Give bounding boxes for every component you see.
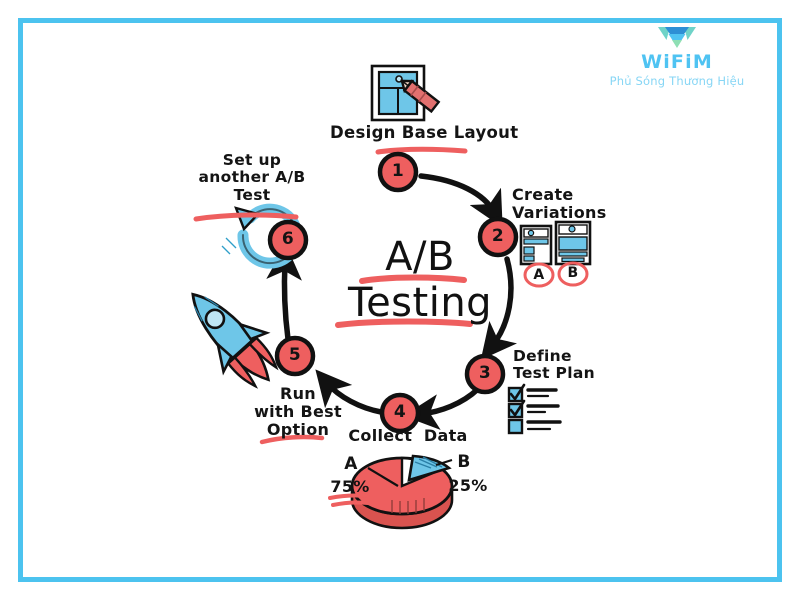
- step-4-badge[interactable]: [379, 392, 421, 434]
- step-6-label: Set up another A/B Test: [198, 151, 306, 204]
- step-6-number: 6: [281, 229, 295, 249]
- underline-title-line1: [359, 274, 467, 284]
- step-2-icon-two-page-variants: [519, 220, 592, 288]
- step-1-label: Design Base Layout: [330, 123, 519, 142]
- step-2-label: Create Variations: [512, 185, 607, 222]
- pie-percent-b: 25%: [448, 476, 488, 495]
- variant-b-label: B: [567, 265, 579, 281]
- step-6-badge[interactable]: [267, 219, 309, 261]
- variant-a-label: A: [533, 267, 545, 283]
- brand-logo: WiFiM Phủ Sóng Thương Hiệu: [602, 24, 752, 88]
- pie-label-b: B: [457, 452, 471, 472]
- brand-name: WiFiM: [641, 51, 713, 73]
- step-5-label: Run with Best Option: [254, 384, 342, 439]
- pie-label-a: A: [344, 454, 358, 474]
- arrow-4-to-5: [315, 369, 384, 415]
- step-5-badge[interactable]: [274, 335, 316, 377]
- step-4-icon-pie-chart: [350, 454, 454, 530]
- underline-step-1: [375, 146, 468, 155]
- underline-pct-a-1: [328, 493, 370, 500]
- wifim-butterfly-logo-icon: [658, 27, 696, 48]
- brand-tagline: Phủ Sóng Thương Hiệu: [609, 73, 745, 88]
- arrow-3-to-4: [403, 386, 481, 430]
- step-5-number: 5: [288, 345, 302, 365]
- pie-percent-a: 75%: [330, 477, 370, 496]
- step-2-number: 2: [491, 226, 505, 246]
- step-3-number: 3: [478, 363, 492, 383]
- underline-step-5: [259, 434, 325, 445]
- arrow-5-to-6: [266, 244, 302, 342]
- underline-pct-a-2: [331, 500, 370, 507]
- step-1-badge[interactable]: [377, 151, 419, 193]
- diagram-title-line2: Testing: [347, 280, 493, 327]
- step-3-label: Define Test Plan: [513, 347, 595, 383]
- arrow-1-to-2: [418, 173, 503, 228]
- step-4-label: Collect Data: [348, 426, 468, 445]
- diagram-title-line1: A/B: [385, 234, 455, 280]
- step-1-number: 1: [391, 161, 405, 181]
- step-4-number: 4: [393, 402, 407, 422]
- underline-title-line2: [335, 318, 473, 328]
- step-1-icon-page-with-pencil: [370, 64, 441, 122]
- arrow-2-to-3: [480, 256, 518, 360]
- cycle-arrows: [266, 173, 518, 430]
- underline-step-6: [193, 212, 299, 222]
- step-2-badge[interactable]: [477, 216, 519, 258]
- step-3-icon-checklist: [507, 383, 562, 435]
- step-5-icon-rocket: [191, 292, 279, 389]
- step-3-badge[interactable]: [464, 353, 506, 395]
